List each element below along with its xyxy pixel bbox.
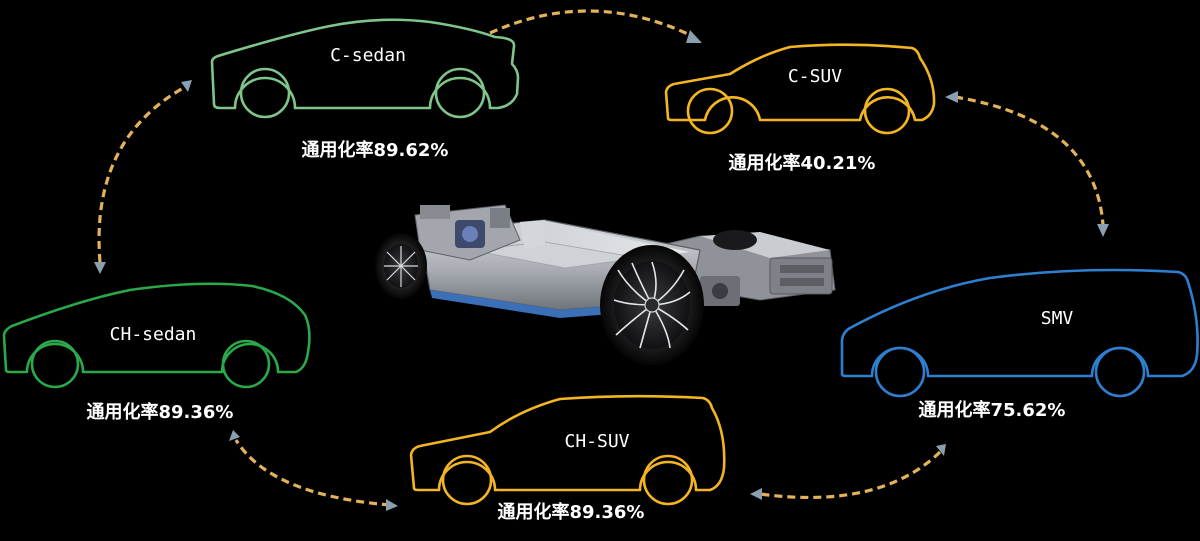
c-suv-rate: 通用化率40.21% [729, 152, 876, 174]
c-sedan-outline [210, 18, 520, 110]
ch-suv-name: CH-SUV [564, 431, 629, 452]
c-sedan-rear-wheel [239, 67, 291, 119]
smv-rear-wheel [874, 346, 926, 398]
vehicle-c-suv: C-SUV 通用化率40.21% [664, 43, 936, 174]
arrow-chsedan-to-csedan-tail [181, 80, 192, 92]
arrow-chsedan-to-csedan-head [94, 262, 106, 274]
vehicle-smv: SMV 通用化率75.62% [840, 268, 1199, 421]
arrow-csedan-to-csuv-head [686, 30, 702, 43]
skateboard-chassis-image [375, 204, 836, 365]
ch-sedan-rear-wheel [30, 339, 80, 389]
c-sedan-rate: 通用化率89.62% [302, 139, 449, 161]
smv-rate: 通用化率75.62% [919, 399, 1066, 421]
ch-suv-rate: 通用化率89.36% [498, 501, 645, 523]
c-suv-front-wheel [863, 87, 911, 135]
front-wheel [375, 233, 427, 299]
arrow-smv-to-chsuv-tail [750, 488, 762, 500]
arrow-smv-to-chsuv-head [936, 444, 946, 456]
ch-sedan-name: CH-sedan [110, 324, 197, 345]
arrow-smv-to-chsuv [759, 450, 942, 500]
c-suv-name: C-SUV [788, 66, 842, 87]
arrow-csuv-to-smv [954, 95, 1105, 226]
c-sedan-front-wheel [434, 67, 486, 119]
c-suv-rear-wheel [686, 87, 734, 135]
ch-suv-outline [409, 394, 726, 492]
smv-front-wheel [1094, 346, 1146, 398]
arrow-csedan-to-csuv [489, 9, 691, 37]
arrow-csuv-to-smv-tail [945, 91, 958, 103]
arrow-chsuv-to-chsedan-tail [229, 430, 240, 441]
vehicle-ch-sedan: CH-sedan 通用化率89.36% [2, 282, 311, 423]
ch-sedan-rate: 通用化率89.36% [87, 401, 234, 423]
arrow-chsuv-to-chsedan [234, 439, 391, 507]
ch-suv-front-wheel [642, 454, 694, 506]
vehicle-ch-suv: CH-SUV 通用化率89.36% [409, 394, 726, 523]
arrow-chsedan-to-csedan [97, 85, 186, 263]
ch-sedan-outline [2, 282, 311, 374]
arrow-csuv-to-smv-head [1097, 224, 1109, 237]
rear-wheel [600, 245, 704, 365]
arrow-chsuv-to-chsedan-head [386, 499, 398, 511]
vehicle-c-sedan: C-sedan 通用化率89.62% [210, 18, 520, 161]
ch-suv-rear-wheel [441, 454, 493, 506]
smv-name: SMV [1041, 308, 1074, 329]
ch-sedan-front-wheel [221, 339, 271, 389]
c-sedan-name: C-sedan [330, 45, 406, 66]
flow-arrows [94, 9, 1109, 511]
smv-outline [840, 268, 1199, 378]
